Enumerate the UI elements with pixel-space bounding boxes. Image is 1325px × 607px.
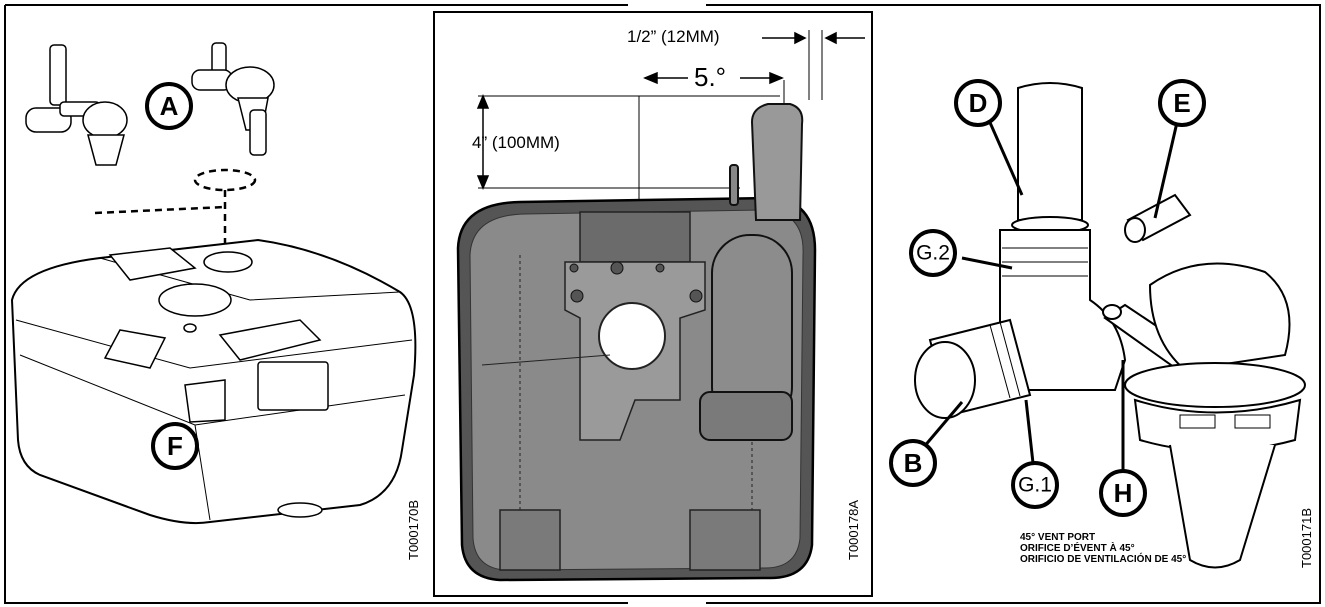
panel-frames bbox=[4, 4, 1321, 604]
callout-h: H bbox=[1099, 469, 1147, 517]
callout-f-label: F bbox=[167, 431, 183, 461]
rotation-guide bbox=[94, 168, 257, 245]
callout-b-label: B bbox=[904, 448, 923, 478]
fitting-sketch-1 bbox=[25, 44, 128, 166]
pipe-d bbox=[1011, 82, 1089, 234]
valve-body bbox=[1124, 262, 1306, 569]
vent-note-line1: 45° VENT PORT bbox=[1020, 532, 1095, 543]
callout-b: B bbox=[889, 439, 937, 487]
dim-label-four: 4” (100MM) bbox=[472, 133, 560, 152]
figure-code-middle: T000178A bbox=[846, 500, 861, 560]
callout-d: D bbox=[954, 79, 1002, 127]
dim-label-five: 5.° bbox=[694, 62, 726, 92]
dimension-five: 5.° bbox=[638, 62, 785, 200]
vent-note-line2: ORIFICE D’ÉVENT À 45° bbox=[1020, 541, 1135, 554]
tee-fitting bbox=[914, 229, 1127, 419]
left-panel: A F bbox=[10, 42, 421, 560]
callout-a: A bbox=[145, 82, 193, 130]
left-panel-frame bbox=[4, 4, 628, 604]
vent-pipe bbox=[699, 103, 804, 441]
dim-label-half-inch: 1/2” (12MM) bbox=[627, 27, 720, 46]
right-panel: D E G.2 B G.1 H 45° VENT PORT ORIFICE D’… bbox=[889, 79, 1314, 569]
tank-top-details bbox=[103, 247, 329, 518]
callout-d-label: D bbox=[969, 88, 988, 118]
right-panel-frame bbox=[706, 4, 1321, 604]
dimension-four: 4” (100MM) bbox=[472, 94, 780, 190]
fitting-sketch-2 bbox=[191, 42, 275, 156]
callout-e-label: E bbox=[1173, 88, 1190, 118]
callout-h-label: H bbox=[1114, 478, 1133, 508]
callout-e: E bbox=[1158, 79, 1206, 127]
dimension-half-inch: 1/2” (12MM) bbox=[627, 27, 865, 100]
middle-panel-frame bbox=[433, 11, 873, 597]
middle-panel: 1/2” (12MM) 5.° 4” (100MM) bbox=[456, 27, 865, 582]
callout-a-label: A bbox=[160, 91, 179, 121]
callout-g1-label: G.1 bbox=[1018, 474, 1052, 497]
callout-f: F bbox=[151, 422, 199, 470]
callout-g1: G.1 bbox=[1011, 461, 1059, 509]
figure-code-left: T000170B bbox=[406, 500, 421, 560]
leader-lines bbox=[921, 117, 1180, 475]
vent-note-line3: ORIFICIO DE VENTILACIÓN DE 45° bbox=[1020, 552, 1186, 565]
vent-port-note: 45° VENT PORT ORIFICE D’ÉVENT À 45° ORIF… bbox=[1020, 532, 1186, 565]
figure-code-right: T000171B bbox=[1299, 508, 1314, 568]
callout-g2-label: G.2 bbox=[916, 242, 950, 265]
callout-g2: G.2 bbox=[909, 229, 957, 277]
